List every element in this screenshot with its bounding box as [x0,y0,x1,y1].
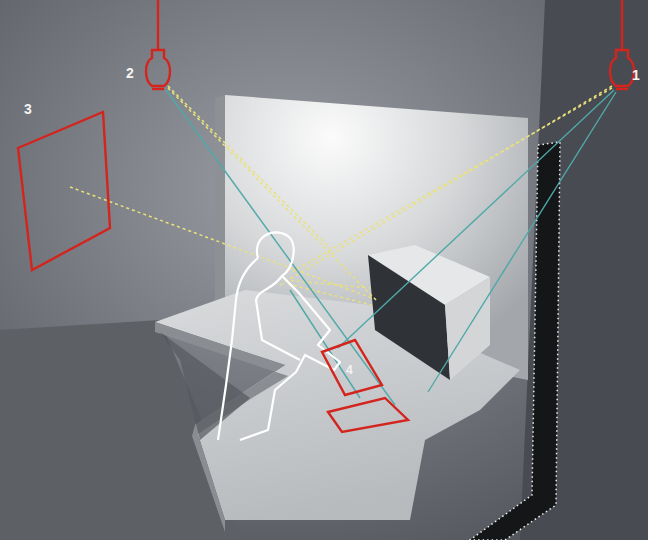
callout-number: 2 [126,66,134,80]
light-rays [70,86,612,305]
desk-shadow [160,332,250,440]
monitor-screen [368,255,450,380]
person-outline [218,232,340,440]
callout-number: 1 [632,68,640,82]
callout-number: 4 [346,364,353,376]
desk-edge [192,425,225,532]
partition-edge [215,95,225,322]
red-markers [18,0,634,432]
reflection-rays [166,90,616,405]
callout-number: 3 [24,102,32,116]
